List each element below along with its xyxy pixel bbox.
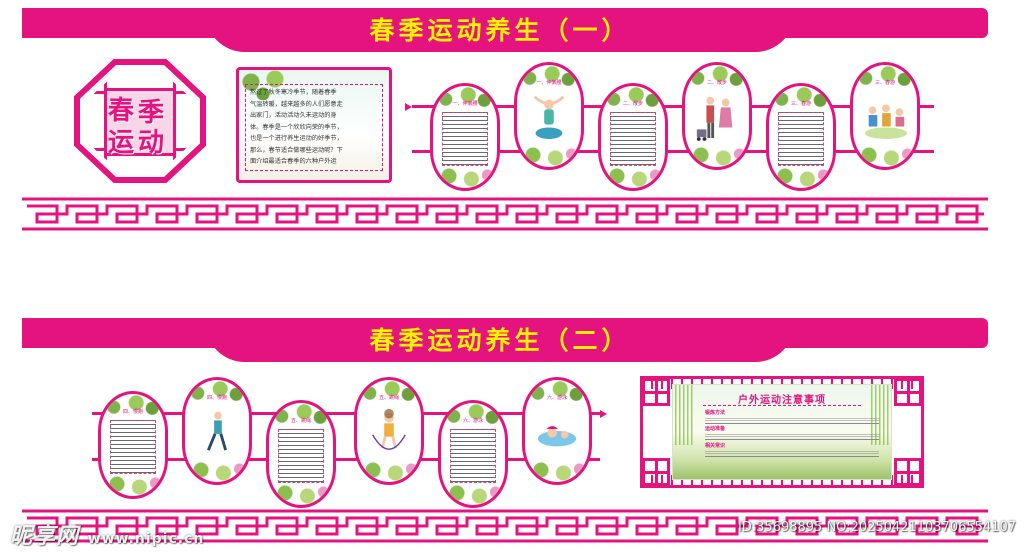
logo-char-1: 春 [108,96,135,126]
oval-card-outing-text: 三、春游 [766,83,836,191]
picnic-family-icon [864,104,908,139]
watermark-logo: 昵享网 www.nipic.cn [10,524,205,549]
notice-item: 相关常识 [705,443,726,449]
willow-decoration-icon [871,385,889,445]
notice-corner [642,458,670,486]
logo-char-3: 运 [108,128,135,158]
connector-line [412,105,934,108]
oval-card-stretch-text: 一、伸懒腰 [430,83,500,191]
notice-corner [894,458,922,486]
logo-char-4: 动 [138,128,165,158]
section1-title: 春季运动养生（一） [369,16,631,45]
notice-corner [642,378,670,406]
oval-card-rope-text: 五、跳绳 [266,400,336,508]
oval-card-stretch-picture: 一、伸懒腰 [514,62,584,170]
stretch-figure-icon [533,95,565,139]
notice-corner [894,378,922,406]
section2-banner-tab [205,318,795,362]
connector-line [92,458,600,461]
willow-decoration-icon [675,385,693,445]
notice-panel: 户外运动注意事项 锻炼方法 运动准备 相关常识 [672,384,892,480]
notice-title: 户外运动注意事项 [738,395,826,406]
jump-rope-figure-icon [372,408,406,450]
watermark-id: ID:35698895 NO:20250421103706554107 [737,520,1016,535]
jogging-figure-icon [207,411,228,451]
section1-banner-tab [205,8,795,52]
oval-card-swim-picture: 六、游泳 [522,377,592,485]
arrow-icon [405,103,412,111]
walking-family-icon [696,96,733,141]
oval-card-swim-text: 六、游泳 [438,400,508,508]
lattice-border-top [22,197,988,231]
oval-card-walk-picture: 二、散步 [682,62,752,170]
logo-char-2: 季 [138,98,165,128]
notice-item: 运动准备 [705,426,726,432]
notice-item: 锻炼方法 [705,410,726,416]
leaves-decoration-icon [239,70,299,100]
lattice-border-bottom [22,509,988,543]
connector-line [92,412,600,415]
intro-text: 熬过了秋冬寒冷季节，随着春季 气温转暖，越来越多的人们愿意走 出家门，活动活动久… [245,84,383,171]
logo-center [104,88,176,156]
swimming-figure-icon [537,426,577,447]
oval-card-rope-picture: 五、跳绳 [354,377,424,485]
arrow-icon [600,410,607,418]
intro-card: 熬过了秋冬寒冷季节，随着春季 气温转暖，越来越多的人们愿意走 出家门，活动活动久… [236,67,392,183]
section2-title: 春季运动养生（二） [369,326,631,355]
oval-card-jog-picture: 四、慢跑 [182,377,252,485]
connector-line [412,150,934,153]
oval-card-walk-text: 二、散步 [598,83,668,191]
oval-card-jog-text: 四、慢跑 [98,391,168,499]
oval-card-outing-picture: 三、春游 [850,62,920,170]
